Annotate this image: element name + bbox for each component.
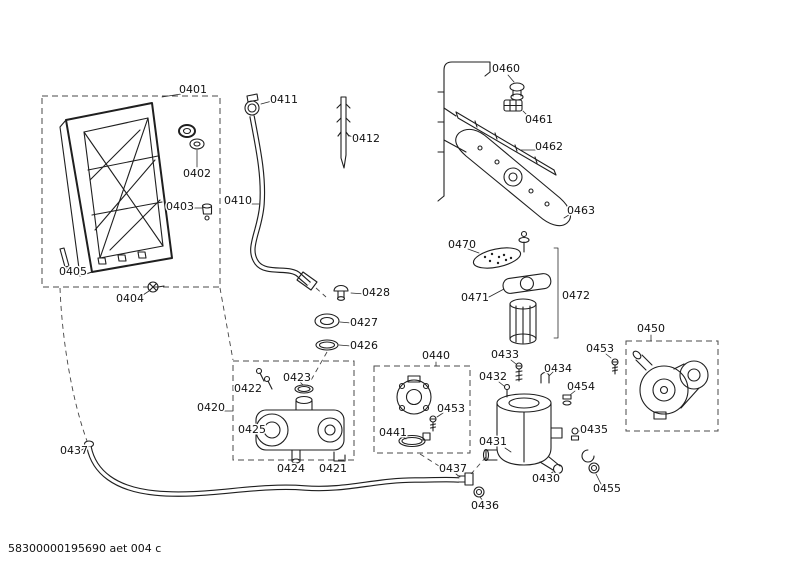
part-label-0427: 0427 <box>350 316 378 329</box>
part-label-0462: 0462 <box>535 140 563 153</box>
part-label-0423: 0423 <box>283 371 311 384</box>
group-boxes <box>41 93 719 461</box>
part-label-0404: 0404 <box>116 292 144 305</box>
part-label-0441: 0441 <box>379 426 407 439</box>
part-label-0432: 0432 <box>479 370 507 383</box>
part-label-0437-right: 0437 <box>439 462 467 475</box>
valve-part-drawing <box>142 281 165 296</box>
part-label-0453-a: 0453 <box>586 342 614 355</box>
filter-assembly-drawing <box>488 230 559 345</box>
part-label-0450: 0450 <box>637 322 665 335</box>
clip-part-drawing <box>503 99 531 119</box>
strip-part-drawing <box>59 247 72 272</box>
part-label-0431: 0431 <box>479 435 507 448</box>
part-label-0436: 0436 <box>471 499 499 512</box>
hose-clamp-drawing <box>244 93 273 116</box>
caps-drawing <box>314 284 366 351</box>
cap-part-drawing <box>507 74 525 101</box>
part-label-0440: 0440 <box>422 349 450 362</box>
part-label-0426: 0426 <box>350 339 378 352</box>
part-label-0461: 0461 <box>525 113 553 126</box>
part-label-0437-left: 0437 <box>60 444 88 457</box>
part-label-0455: 0455 <box>593 482 621 495</box>
part-label-0453-b: 0453 <box>437 402 465 415</box>
heat-exchanger-drawing <box>605 350 709 420</box>
part-label-0402: 0402 <box>183 167 211 180</box>
part-label-0422: 0422 <box>234 382 262 395</box>
part-label-0405: 0405 <box>59 265 87 278</box>
part-label-0435: 0435 <box>580 423 608 436</box>
assembly-connector-lines <box>59 287 487 475</box>
part-label-0412: 0412 <box>352 132 380 145</box>
motor-flange-drawing <box>396 375 444 448</box>
part-label-0411: 0411 <box>270 93 298 106</box>
part-label-0425: 0425 <box>238 423 266 436</box>
part-label-0460: 0460 <box>492 62 520 75</box>
part-label-0434: 0434 <box>544 362 572 375</box>
part-label-0401: 0401 <box>179 83 207 96</box>
callout-labels: 0401 0411 0412 0460 0461 0462 0402 0403 … <box>58 61 667 514</box>
spray-arm-drawing <box>455 128 573 227</box>
part-label-0420: 0420 <box>197 401 225 414</box>
supply-hose-drawing <box>79 440 460 497</box>
part-label-0403: 0403 <box>166 200 194 213</box>
part-label-0430: 0430 <box>532 472 560 485</box>
seal-rings-drawing <box>178 124 205 168</box>
part-label-0433: 0433 <box>491 348 519 361</box>
part-label-0471: 0471 <box>461 291 489 304</box>
sump-drawing <box>455 359 602 502</box>
filter-plate-drawing <box>467 247 522 269</box>
inlet-pipe-bracket-drawing <box>437 61 491 202</box>
part-label-0454: 0454 <box>567 380 595 393</box>
part-label-0463: 0463 <box>567 204 595 217</box>
part-label-0421: 0421 <box>319 462 347 475</box>
document-code: 58300000195690 aet 004 c <box>8 542 161 555</box>
part-label-0472: 0472 <box>562 289 590 302</box>
drain-hose-drawing <box>249 115 318 291</box>
tub-assembly-drawing <box>59 102 173 277</box>
heat-pump-drawing <box>255 367 346 464</box>
stake-part-drawing <box>336 96 358 169</box>
part-label-0428: 0428 <box>362 286 390 299</box>
inlet-tube-drawing <box>455 111 557 176</box>
part-label-0424: 0424 <box>277 462 305 475</box>
part-label-0410: 0410 <box>224 194 252 207</box>
part-label-0470: 0470 <box>448 238 476 251</box>
nozzle-part-drawing <box>193 203 213 221</box>
